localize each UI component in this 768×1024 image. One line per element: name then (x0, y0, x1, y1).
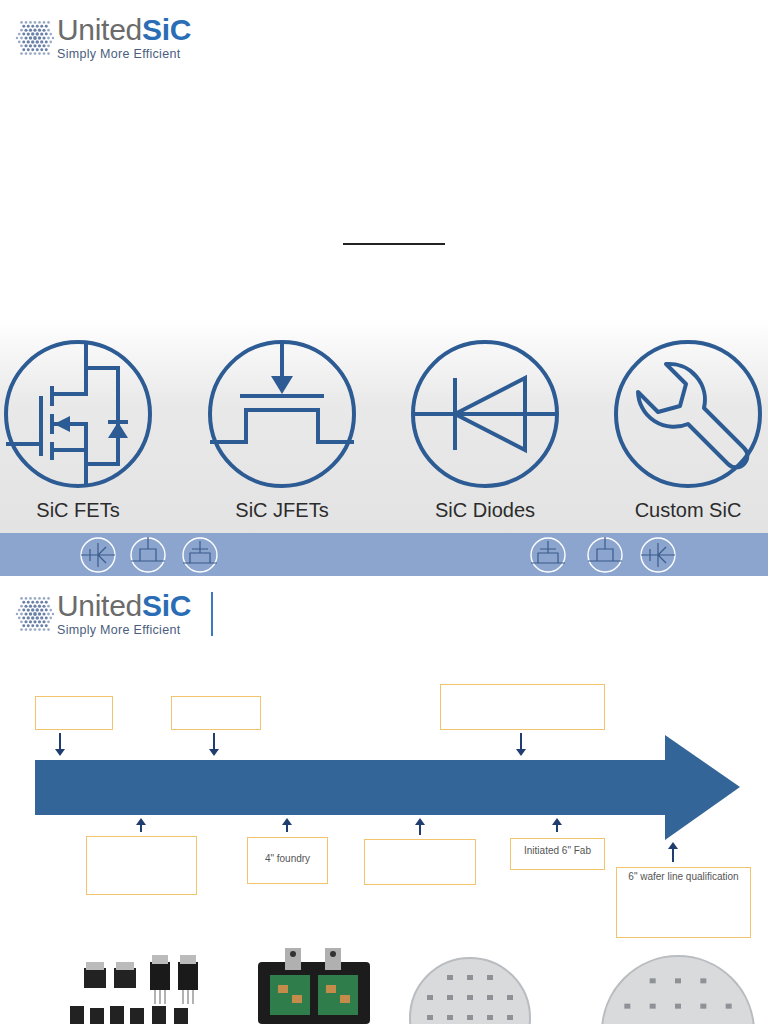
milestone-text: Initiated 6" Fab (514, 845, 601, 857)
logo-tagline: Simply More Efficient (57, 623, 191, 637)
logo-tagline: Simply More Efficient (57, 47, 191, 61)
logo-mark (12, 10, 58, 66)
product-circle: Custom SiC (608, 338, 768, 533)
product-circle: SiC FETs (0, 338, 158, 533)
logo-text: United (57, 13, 142, 46)
milestone-text: 4" foundry (251, 853, 324, 865)
logo-text: SiC (142, 589, 191, 622)
logo-wordmark: UnitedSiC (57, 14, 191, 46)
product-circle: SiC Diodes (405, 338, 565, 533)
circle-icon (0, 338, 158, 498)
product-photos (0, 940, 768, 1024)
logo-text: United (57, 589, 142, 622)
product-label: SiC FETs (0, 498, 178, 522)
product-label: SiC Diodes (385, 498, 585, 522)
logo-text: SiC (142, 13, 191, 46)
circle-icon (405, 338, 565, 498)
title-rule (343, 243, 445, 245)
milestone-box: 6" wafer line qualification (616, 867, 751, 938)
logo-wordmark: UnitedSiC (57, 590, 191, 622)
milestone-box: 4" foundry (247, 837, 328, 884)
logo-divider (211, 592, 213, 636)
product-circle: SiC JFETs (202, 338, 362, 533)
product-label: Custom SiC (588, 498, 768, 522)
product-label: SiC JFETs (182, 498, 382, 522)
company-logo: UnitedSiCSimply More Efficient (57, 14, 191, 61)
milestone-box: Initiated 6" Fab (510, 838, 605, 870)
milestone-text: 6" wafer line qualification (620, 871, 747, 883)
company-logo: UnitedSiCSimply More Efficient (57, 590, 191, 637)
circle-icon (202, 338, 362, 498)
logo-mark (12, 586, 58, 642)
symbol-band (0, 533, 768, 576)
circle-icon (608, 338, 768, 498)
